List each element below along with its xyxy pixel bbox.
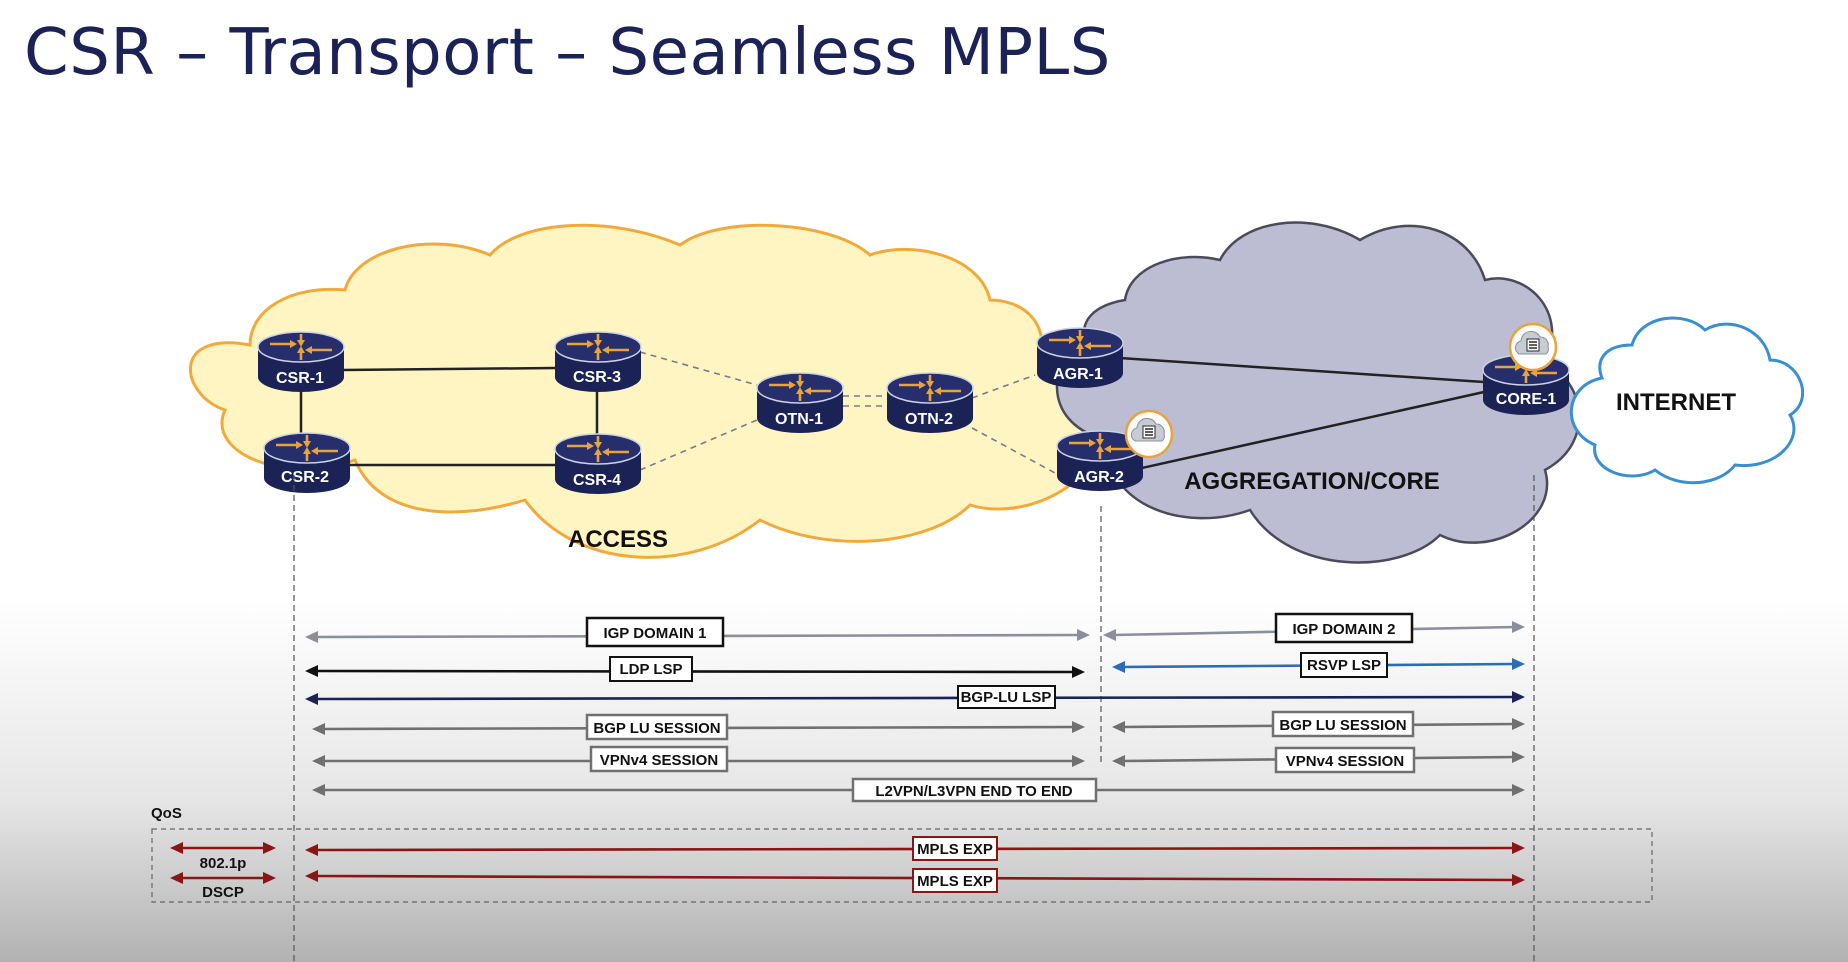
tag-bgp-lu-lsp: BGP-LU LSP — [957, 685, 1056, 709]
ldp-lsp-arrow — [305, 665, 1085, 678]
qos-dot1p-label: 802.1p — [200, 855, 247, 872]
tag-mpls-exp-2: MPLS EXP — [912, 868, 998, 893]
tag-rsvp-lsp: RSVP LSP — [1300, 652, 1388, 678]
router-csr1: CSR-1 — [256, 330, 346, 394]
router-agr2: AGR-2 — [1055, 429, 1145, 493]
tag-igp-domain-2-label: IGP DOMAIN 2 — [1292, 621, 1395, 638]
router-otn2: OTN-2 — [885, 371, 975, 435]
router-label-agr2: AGR-2 — [1074, 469, 1124, 486]
router-agr1: AGR-1 — [1035, 326, 1125, 390]
router-csr2: CSR-2 — [262, 431, 352, 495]
internet-label: INTERNET — [1616, 389, 1736, 416]
router-core1: CORE-1 — [1481, 353, 1571, 417]
otn-links — [639, 351, 1056, 474]
router-label-otn2: OTN-2 — [905, 411, 953, 428]
qos-heading: QoS — [151, 805, 182, 822]
qos-box — [151, 828, 1653, 903]
router-csr3: CSR-3 — [553, 330, 643, 394]
router-label-otn1: OTN-1 — [775, 411, 823, 428]
network-links — [299, 356, 1485, 470]
cloud-server-badge-icon — [1124, 409, 1174, 459]
router-label-csr2: CSR-2 — [281, 469, 329, 486]
slide-title: CSR – Transport – Seamless MPLS — [24, 16, 1111, 90]
tag-bgp-lu-session-core-label: BGP LU SESSION — [1279, 717, 1406, 734]
tag-igp-domain-1: IGP DOMAIN 1 — [585, 616, 725, 648]
tag-vpnv4-session-access-label: VPNv4 SESSION — [600, 752, 718, 769]
router-csr4: CSR-4 — [553, 432, 643, 496]
internet-cloud — [1570, 316, 1805, 485]
tag-ldp-lsp-label: LDP LSP — [619, 661, 682, 678]
tag-igp-domain-1-label: IGP DOMAIN 1 — [603, 625, 706, 642]
router-label-csr3: CSR-3 — [573, 369, 621, 386]
access-label: ACCESS — [568, 526, 668, 553]
segment-tags: IGP DOMAIN 1 IGP DOMAIN 2 LDP LSP RSVP L… — [585, 612, 1416, 893]
bgp-lu-lsp-arrow — [305, 691, 1525, 705]
tag-igp-domain-2: IGP DOMAIN 2 — [1274, 612, 1414, 644]
router-label-csr4: CSR-4 — [573, 472, 621, 489]
qos-dscp-label: DSCP — [202, 884, 244, 901]
boundary-lines — [293, 475, 1535, 962]
router-label-csr1: CSR-1 — [276, 370, 324, 387]
tag-ldp-lsp: LDP LSP — [609, 656, 693, 682]
tag-rsvp-lsp-label: RSVP LSP — [1307, 657, 1381, 674]
tag-mpls-exp-2-label: MPLS EXP — [917, 873, 993, 890]
tag-vpnv4-session-core-label: VPNv4 SESSION — [1286, 753, 1404, 770]
cloud-server-badge-icon — [1508, 322, 1558, 372]
tag-bgp-lu-session-core: BGP LU SESSION — [1271, 710, 1415, 738]
tag-mpls-exp-1-label: MPLS EXP — [917, 841, 993, 858]
tag-l2vpn-l3vpn-label: L2VPN/L3VPN END TO END — [875, 783, 1072, 800]
aggregation-core-label: AGGREGATION/CORE — [1184, 468, 1440, 495]
router-otn1: OTN-1 — [755, 371, 845, 435]
dscp-arrow — [170, 872, 276, 884]
tag-l2vpn-l3vpn: L2VPN/L3VPN END TO END — [851, 777, 1098, 803]
router-label-agr1: AGR-1 — [1053, 366, 1103, 383]
aggregation-core-cloud — [1055, 221, 1581, 564]
tag-bgp-lu-session-access-label: BGP LU SESSION — [593, 720, 720, 737]
router-label-core1: CORE-1 — [1496, 391, 1557, 408]
tag-bgp-lu-session-access: BGP LU SESSION — [585, 713, 729, 741]
tag-mpls-exp-1: MPLS EXP — [912, 836, 998, 861]
dot1p-arrow — [170, 842, 276, 854]
tag-vpnv4-session-access: VPNv4 SESSION — [589, 745, 729, 773]
tag-bgp-lu-lsp-label: BGP-LU LSP — [961, 689, 1052, 706]
tag-vpnv4-session-core: VPNv4 SESSION — [1274, 746, 1416, 774]
